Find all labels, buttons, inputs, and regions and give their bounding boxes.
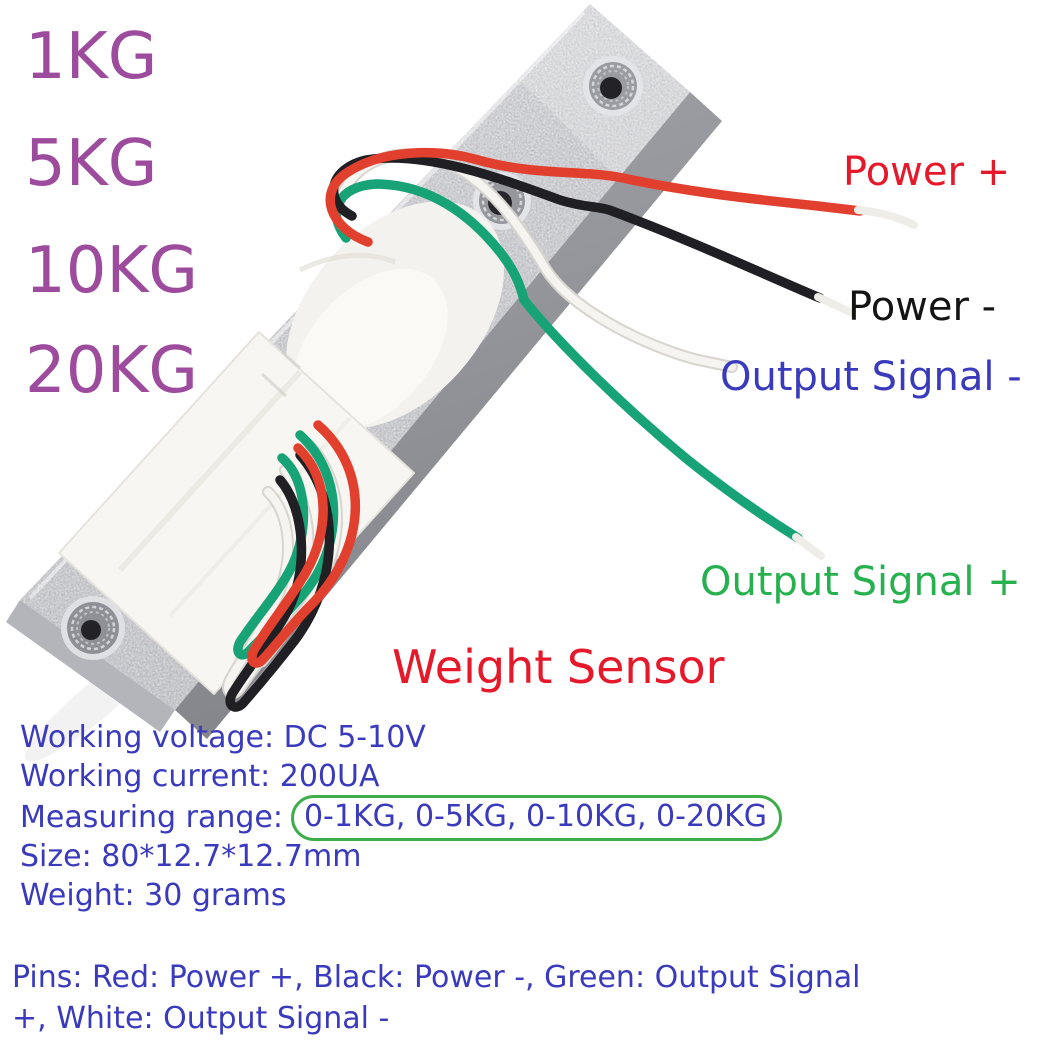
stripped-wire-tips xyxy=(792,206,918,560)
spec-size: Size: 80*12.7*12.7mm xyxy=(20,839,362,874)
wire-red xyxy=(247,147,865,668)
pins-description-line1: Pins: Red: Power +, Black: Power -, Gree… xyxy=(12,960,861,995)
pins-description: Pins: Red: Power +, Black: Power -, Gree… xyxy=(12,957,1037,1039)
power-minus-label: Power - xyxy=(848,284,997,330)
capacity-option-1kg: 1KG xyxy=(25,20,158,94)
mounting-hole-1 xyxy=(583,56,643,116)
bar-end-face xyxy=(6,600,175,732)
measuring-range-label: Measuring range: xyxy=(20,800,283,835)
capacity-option-10kg: 10KG xyxy=(25,234,198,308)
spec-working-voltage: Working voltage: DC 5-10V xyxy=(20,720,426,755)
spec-measuring-range: Measuring range: 0-1KG, 0-5KG, 0-10KG, 0… xyxy=(20,795,783,841)
pins-description-line2: +, White: Output Signal - xyxy=(12,1001,390,1036)
measuring-range-highlight: 0-1KG, 0-5KG, 0-10KG, 0-20KG xyxy=(290,795,783,841)
output-signal-minus-label: Output Signal - xyxy=(720,354,1022,400)
product-title: Weight Sensor xyxy=(392,640,725,694)
spec-working-current: Working current: 200UA xyxy=(20,759,380,794)
output-signal-plus-label: Output Signal + xyxy=(700,559,1021,605)
power-plus-label: Power + xyxy=(843,149,1011,195)
capacity-option-20kg: 20KG xyxy=(25,334,198,408)
spec-weight: Weight: 30 grams xyxy=(20,878,287,913)
mounting-hole-4 xyxy=(61,596,125,660)
capacity-option-5kg: 5KG xyxy=(25,127,158,201)
epoxy-blob xyxy=(285,201,505,432)
